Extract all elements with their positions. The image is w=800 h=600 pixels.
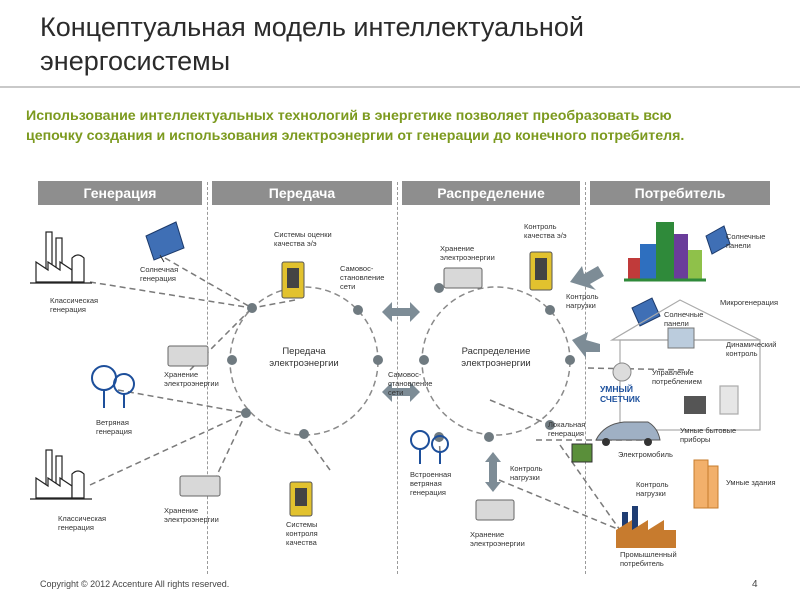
label-quality-control: Контроль качества э/э [524, 222, 567, 240]
label-storage: Хранение электроэнергии [164, 506, 219, 524]
label-wind-generation: Ветряная генерация [96, 418, 132, 436]
power-plant-icon [30, 231, 92, 284]
label-storage: Хранение электроэнергии [470, 530, 525, 548]
label-dynamic-control: Динамический контроль [726, 340, 777, 358]
label-self-healing: Самовос-становление сети [388, 370, 433, 397]
label-solar-panels: Солнечные панели [664, 310, 704, 328]
label-consumption-management: Управление потреблением [652, 368, 702, 386]
factory-icon [616, 506, 676, 548]
stage-header-distribution: Распределение [402, 181, 580, 205]
stage-header-generation: Генерация [38, 181, 202, 205]
display-panel-icon [667, 327, 695, 349]
solar-panel-icon [631, 297, 661, 327]
stage-separator [397, 182, 398, 574]
double-arrow-icons [382, 266, 604, 492]
label-solar-panels: Солнечные панели [726, 232, 766, 250]
ring-label-transmission: Передача электроэнергии [269, 346, 339, 369]
label-storage: Хранение электроэнергии [440, 244, 495, 262]
subtitle: Использование интеллектуальных технологи… [26, 108, 685, 144]
label-storage: Хранение электроэнергии [164, 370, 219, 388]
page-number: 4 [752, 579, 758, 590]
label-classic-generation: Классическая генерация [50, 296, 99, 314]
wind-turbine-icon [91, 365, 135, 408]
title-divider [0, 86, 800, 88]
stage-separator [585, 182, 586, 574]
label-smart-buildings: Умные здания [726, 478, 776, 487]
label-load-control: Контроль нагрузки [636, 480, 669, 498]
label-local-generation: Локальная генерация [548, 420, 586, 438]
local-generation-icon [571, 443, 593, 463]
label-electric-car: Электромобиль [618, 450, 673, 459]
storage-icon [167, 267, 515, 521]
power-plant-icon [30, 449, 92, 500]
electric-car-icon [595, 421, 661, 446]
stage-header-consumer: Потребитель [590, 181, 770, 205]
copyright-footer: Copyright © 2012 Accenture All rights re… [40, 579, 230, 589]
label-microgeneration: Микрогенерация [720, 298, 779, 307]
label-quality-control-systems: Системы контроля качества [286, 520, 318, 547]
label-load-control: Контроль нагрузки [510, 464, 543, 482]
page-title: Концептуальная модель интеллектуальной э… [40, 12, 584, 76]
smart-building-icon [693, 459, 719, 509]
label-quality-systems: Системы оценки качества э/э [274, 230, 332, 248]
city-buildings-icon [624, 222, 706, 282]
smart-meter-icon [612, 362, 632, 382]
solar-panel-icon [705, 225, 731, 255]
solar-panel-icon [145, 221, 185, 263]
label-smart-appliances: Умные бытовые приборы [680, 426, 737, 444]
label-load-control: Контроль нагрузки [566, 292, 599, 310]
label-embedded-wind: Встроенная ветряная генерация [410, 470, 452, 497]
label-solar-generation: Солнечная генерация [140, 265, 179, 283]
appliance-icon [684, 396, 706, 414]
wind-turbine-icon [410, 430, 449, 464]
label-smart-meter: УМНЫЙ СЧЕТЧИК [600, 384, 641, 404]
stage-separator [207, 182, 208, 574]
stage-header-transmission: Передача [212, 181, 392, 205]
label-self-healing: Самовос-становление сети [340, 264, 385, 291]
ring-label-distribution: Распределение электроэнергии [461, 346, 531, 369]
label-classic-generation: Классическая генерация [58, 514, 107, 532]
label-industrial-consumer: Промышленный потребитель [620, 550, 677, 568]
